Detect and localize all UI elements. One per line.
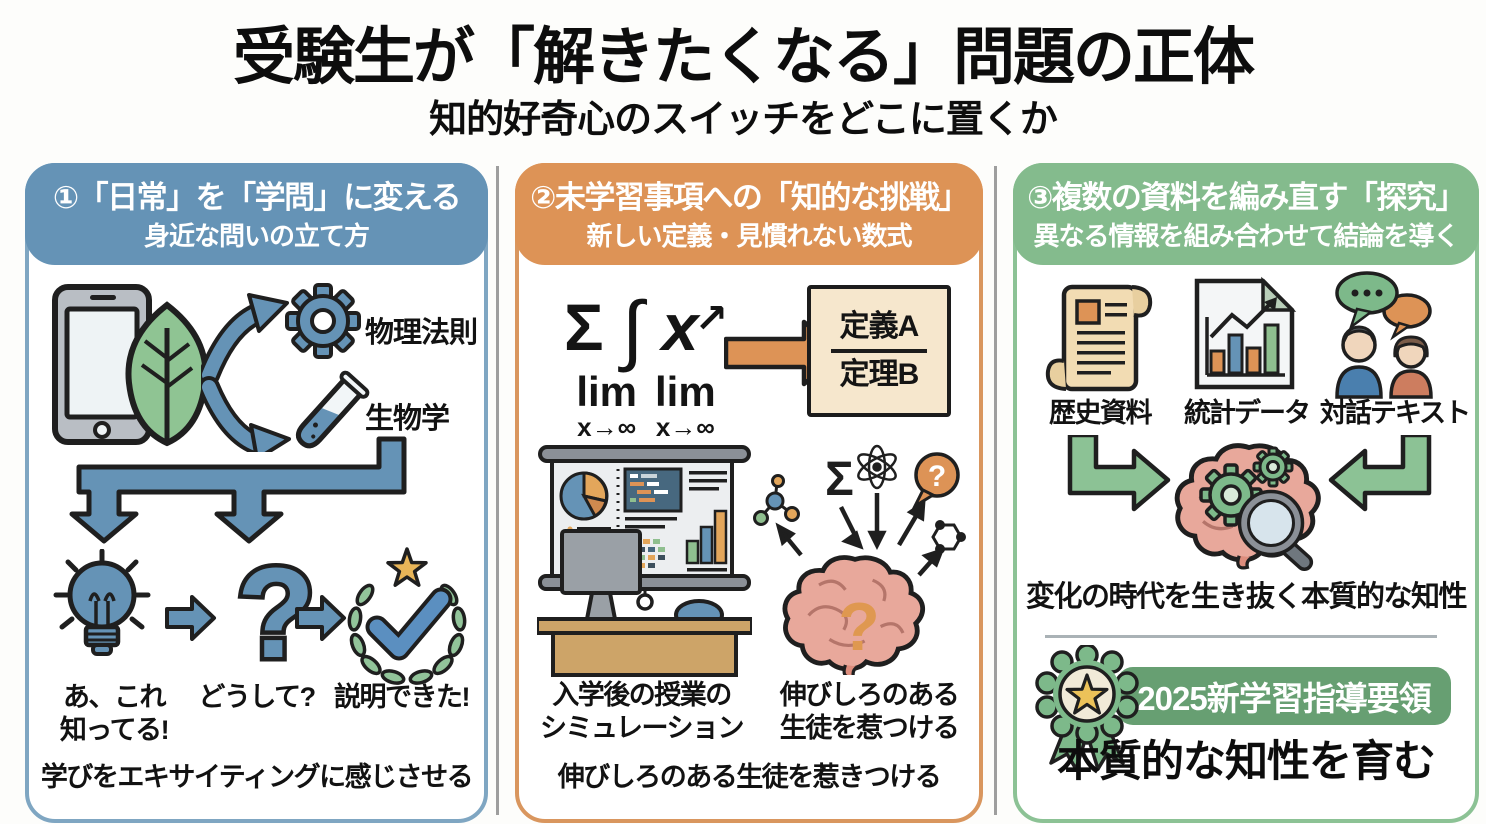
caption-know-this: あ、これ 知ってる!: [59, 682, 170, 745]
caption-attract-students: 伸びしろのある 生徒を惹つける: [779, 680, 960, 743]
definition-theorem-box: 定義A 定理B: [807, 285, 951, 417]
scroll-document-icon: [1045, 284, 1153, 392]
lightbulb-icon: [53, 549, 151, 656]
dialogue-label: 対話テキスト: [1319, 398, 1471, 428]
arrow-down-left-icon: [1328, 435, 1432, 512]
lecture-simulation-illustration: [537, 445, 752, 677]
arrow-down-right-icon: [1067, 435, 1171, 512]
sigma-symbol: Σ: [825, 453, 854, 506]
panel2-header: ②未学習事項への「知的な挑戦」 新しい定義・見慣れない数式: [515, 163, 983, 265]
panel-intellectual-challenge: ②未学習事項への「知的な挑戦」 新しい定義・見慣れない数式 Σ ∫ x↗ lim…: [515, 163, 983, 823]
molecule-icon: [753, 474, 800, 526]
caption-why: どうして?: [198, 682, 316, 712]
panel-daily-to-academic: ①「日常」を「学問」に変える 身近な問いの立て方: [25, 163, 488, 823]
atom-icon: [857, 444, 897, 490]
thought-arrows: [775, 493, 945, 577]
panel3-subheading: 異なる情報を組み合わせて結論を導く: [1033, 221, 1459, 251]
panel2-footer: 伸びしろのある生徒を惹きつける: [557, 762, 942, 792]
panel1-header: ①「日常」を「学問」に変える 身近な問いの立て方: [25, 163, 488, 265]
gear-icon: [285, 283, 361, 359]
statistics-label: 統計データ: [1184, 398, 1311, 428]
curriculum-badge: 2025新学習指導要領: [1117, 667, 1451, 725]
biology-label: 生物学: [365, 403, 450, 435]
math-symbols: Σ ∫ x↗ lim x→∞ lim x→∞: [541, 279, 751, 441]
integral-symbol: ∫: [622, 285, 644, 373]
magnifier-icon: [1237, 489, 1314, 572]
caption-explained: 説明できた!: [334, 682, 471, 712]
gear-icon: [1252, 446, 1294, 488]
panel3-divider: [1045, 635, 1437, 638]
branching-arrows-icon: [201, 293, 291, 452]
panel1-heading: ①「日常」を「学問」に変える: [52, 180, 462, 215]
definition-a: 定義A: [839, 310, 920, 343]
limit-expression: lim x→∞: [655, 368, 716, 442]
hexagon-molecule-icon: [931, 520, 966, 554]
history-label: 歴史資料: [1049, 398, 1153, 428]
split-flow-arrow: [69, 436, 407, 544]
page-title: 受験生が「解きたくなる」問題の正体: [232, 23, 1255, 92]
brain-question-mark: ?: [838, 589, 880, 665]
panel2-heading: ②未学習事項への「知的な挑戦」: [530, 180, 969, 215]
panel3-footer: 本質的な知性を育む: [1057, 738, 1436, 786]
dialogue-people-icon: [1335, 271, 1433, 399]
analytical-brain-icon: [1174, 443, 1321, 572]
curious-brain-illustration: Σ ?: [753, 444, 966, 675]
up-right-arrow: ↗: [694, 297, 728, 341]
panel1-footer: 学びをエキサイティングに感じさせる: [40, 762, 474, 792]
panel3-caption: 変化の時代を生き抜く本質的な知性: [1025, 581, 1468, 613]
panel2-subheading: 新しい定義・見慣れない数式: [586, 221, 912, 251]
theorem-b: 定理B: [839, 358, 920, 391]
panel3-heading: ③複数の資料を編み直す「探究」: [1027, 180, 1466, 215]
physics-label: 物理法則: [365, 317, 478, 349]
brain-icon: [782, 555, 925, 675]
panel1-subheading: 身近な問いの立て方: [143, 221, 370, 251]
column-divider-2: [994, 166, 997, 815]
panel3-header: ③複数の資料を編み直す「探究」 異なる情報を組み合わせて結論を導く: [1013, 163, 1479, 265]
award-ribbon-icon: [1035, 645, 1139, 771]
column-divider-1: [496, 166, 499, 815]
arrow-right-icon: [165, 595, 216, 641]
test-tube-icon: [295, 370, 370, 449]
achievement-wreath-icon: [347, 547, 467, 685]
page-subtitle: 知的好奇心のスイッチをどこに置くか: [429, 99, 1058, 141]
svg-text:?: ?: [928, 460, 946, 493]
sigma-symbol: Σ: [564, 290, 604, 364]
variable-symbol: x: [661, 290, 699, 364]
box-divider: [831, 349, 927, 353]
caption-lecture-simulation: 入学後の授業の シミュレーション: [540, 680, 744, 743]
question-bubble-icon: ?: [911, 452, 960, 511]
limit-expression: lim x→∞: [576, 368, 637, 442]
smartphone-leaf-icon: [52, 284, 209, 447]
statistics-chart-icon: [1194, 276, 1297, 390]
panel-inquiry-remix: ③複数の資料を編み直す「探究」 異なる情報を組み合わせて結論を導く 歴史資料: [1013, 163, 1479, 823]
arrow-right-icon: [295, 595, 346, 641]
